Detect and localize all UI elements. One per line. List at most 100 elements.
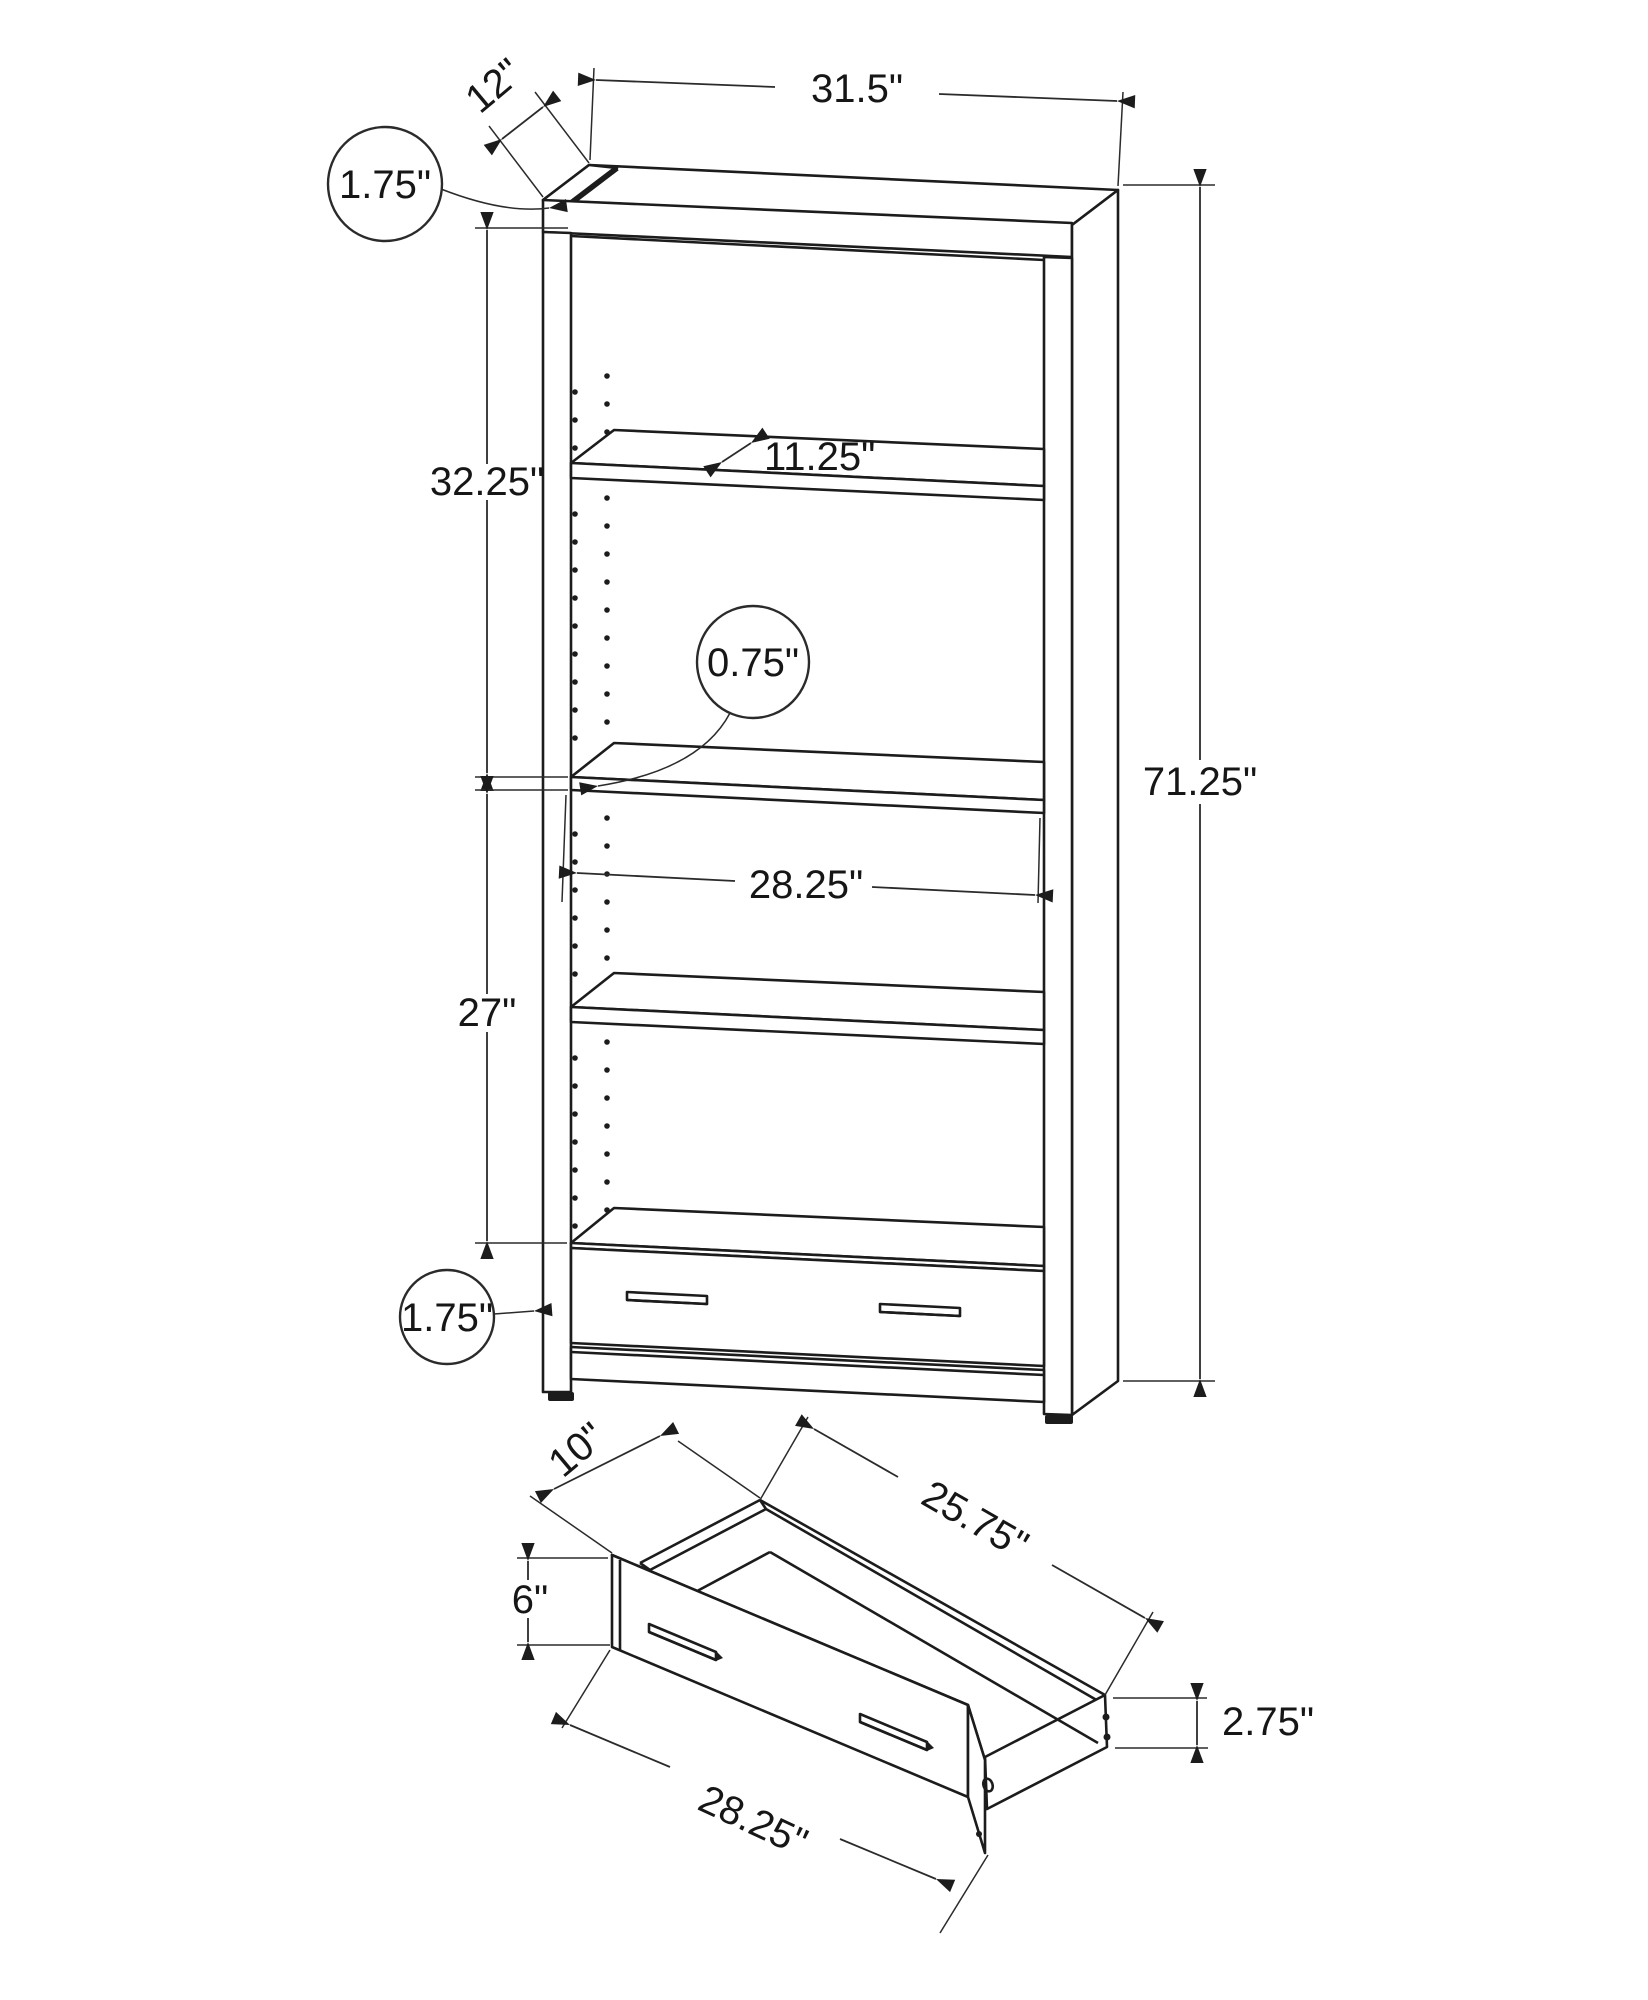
shelf-pin-hole [604,373,610,379]
extension-line [561,1649,611,1729]
shelf-pin-hole [572,417,578,423]
shelf-pin-hole [572,539,578,545]
shelf-pin-hole [604,1067,610,1073]
right-side-stile [1042,255,1074,1417]
extension-line [561,794,567,903]
shelf-pin-hole [604,927,610,933]
shelf-pin-hole [604,551,610,557]
shelf-pin-hole [572,595,578,601]
handle-end-cap [716,1651,723,1661]
back-wall-inner-edge [765,1507,1101,1704]
plinth-top-line [570,1350,1045,1377]
dimension-label: 28.25" [692,1777,814,1865]
dim-depth-12: 12" [457,50,590,198]
shelf-pin-hole [604,429,610,435]
dimension-line [839,1838,956,1893]
shelf-pin-hole [604,495,610,501]
dimension-line [483,90,562,156]
dimension-line [550,1711,671,1768]
shelf-pin-hole [604,899,610,905]
handle-shadow-line [879,1310,961,1318]
shelf-pin-hole [604,691,610,697]
leader-line [493,1303,553,1317]
shelf-pin-hole [604,1207,610,1213]
cabinet-drawer-front [569,1246,1046,1368]
callout-label: 0.75" [707,641,799,685]
dimension-line [577,72,776,88]
shelf-pin-hole [604,663,610,669]
extension-line [677,1440,761,1499]
left-side-stile [541,230,573,1394]
right-side-face [1070,188,1120,1417]
shelf-pin-hole [572,735,578,741]
callout-top-thickness: 1.75" [326,125,568,243]
callout-side-thickness: 1.75" [398,1268,553,1366]
left-wall-inner-edge [649,1507,767,1572]
shelf-pin-hole [572,651,578,657]
shelf-pin-hole [572,623,578,629]
extension-line [589,67,595,161]
drawer-structure [610,1498,1111,1855]
dimension-label: 71.25" [1143,760,1257,804]
shelf-pin-hole [572,1139,578,1145]
shelf-pin-hole [572,1195,578,1201]
shelf-pin-hole [572,1167,578,1173]
shelf-pin-hole [604,1095,610,1101]
extension-line [1104,1611,1154,1696]
shelf-pin-hole [572,389,578,395]
right-foot [1045,1415,1073,1424]
shelf-pin-hole [572,887,578,893]
dim-shelf-depth-11-25: 11.25" [703,427,875,479]
screw-hole [1102,1713,1110,1721]
extension-line [759,1416,809,1501]
shelf-pin-hole [604,607,610,613]
extension-line [1037,817,1041,904]
extension-line [529,1495,613,1554]
shelf-pin-hole [572,707,578,713]
handle-shadow-line [648,1630,717,1662]
dimension-line [795,1414,899,1478]
callout-label: 1.75" [401,1296,493,1340]
callout-circle [695,604,811,720]
dowel-hole [976,1831,982,1837]
shelf-pin-hole [604,1123,610,1129]
shelf-pin-hole [604,1179,610,1185]
bookcase-structure [541,163,1120,1424]
shelf-pin-hole [572,859,578,865]
dimension-label: 32.25" [430,460,544,504]
handle-shadow-line [626,1298,708,1306]
dim-upper-opening-32-25: 32.25" [430,212,568,792]
extension-line [488,125,544,198]
shelf-pin-hole [572,831,578,837]
callout-circle [398,1268,496,1366]
shelf-pin-hole [572,1055,578,1061]
shelf-pin-hole [572,567,578,573]
left-foot [548,1392,574,1401]
front-panel-face [610,1553,970,1799]
dimension-label: 11.25" [764,435,875,479]
dimension-line [871,886,1054,903]
shelf-pin-hole [572,971,578,977]
shelf-pin-hole [604,579,610,585]
handle-end-cap [927,1741,934,1751]
extension-line [939,1854,989,1934]
extension-line [534,91,590,164]
shelf-pin-hole [572,679,578,685]
cam-lock-hole [981,1777,995,1793]
drawer-handle-upper [647,1622,723,1662]
shelf-3-front-face [569,1005,1046,1046]
shelf-pin-hole [604,1151,610,1157]
dim-interior-width-28-25: 28.25" [558,794,1054,907]
shelf-pin-hole [604,843,610,849]
dimension-label: 6" [512,1578,548,1622]
dim-width-31-5: 31.5" [577,67,1136,187]
floor-back-edge [769,1550,1099,1745]
dim-drawer-side-height-2-75: 2.75" [1113,1683,1314,1763]
shelf-pin-hole [572,445,578,451]
shelf-pin-hole [572,511,578,517]
dim-lower-opening-27: 27" [458,775,567,1259]
dim-overall-height-71-25: 71.25" [1123,169,1257,1397]
shelf-pin-hole [604,401,610,407]
